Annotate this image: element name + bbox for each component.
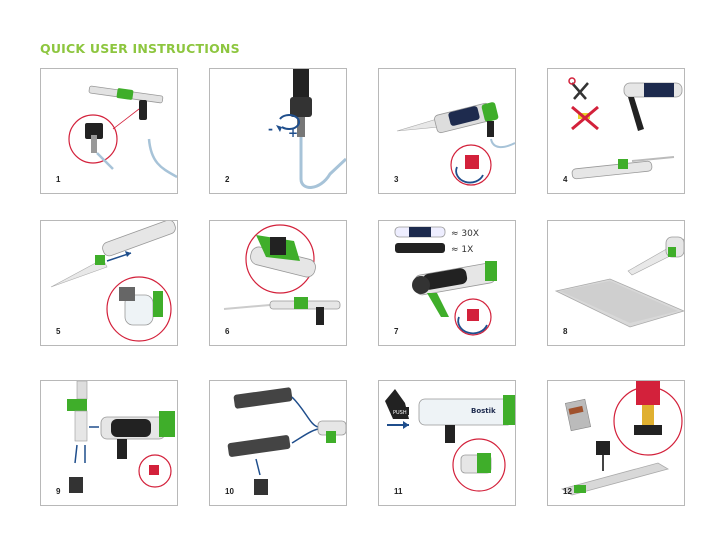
step-number: 4 (563, 175, 568, 184)
page-title: QUICK USER INSTRUCTIONS (40, 41, 240, 56)
step-6-panel: 6 (209, 220, 347, 346)
step-1-illustration (68, 85, 177, 179)
step-8-panel: 8 (547, 220, 685, 346)
step-1-panel: 1 (40, 68, 178, 194)
step-8-illustration (554, 236, 684, 328)
minus-sign: - (268, 122, 273, 136)
step-7-illustration: ≈ 30X ≈ 1X (394, 226, 497, 336)
step-2-panel: - + 2 (209, 68, 347, 194)
step-3-panel: 3 (378, 68, 516, 194)
step-12-panel: 12 (547, 380, 685, 506)
step-number: 10 (225, 487, 234, 496)
step-3-illustration (396, 102, 515, 186)
step-11-illustration: PUSH Bostik (385, 389, 515, 492)
step-number: 8 (563, 327, 568, 336)
step-10-panel: 10 (209, 380, 347, 506)
step-9-panel: 9 (40, 380, 178, 506)
label-1x: ≈ 1X (451, 245, 473, 255)
push-label: PUSH (393, 410, 407, 416)
brand-label: Bostik (471, 407, 496, 415)
step-number: 12 (563, 487, 572, 496)
step-4-illustration (568, 77, 683, 180)
step-12-illustration (560, 381, 683, 496)
step-5-panel: 5 (40, 220, 178, 346)
step-number: 3 (394, 175, 399, 184)
step-2-illustration: - + (268, 69, 346, 189)
step-number: 2 (225, 175, 230, 184)
step-number: 6 (225, 327, 230, 336)
step-number: 7 (394, 327, 399, 336)
step-number: 11 (394, 487, 403, 496)
step-number: 5 (56, 327, 61, 336)
step-11-panel: PUSH Bostik 11 (378, 380, 516, 506)
plus-sign: + (288, 126, 298, 140)
step-5-illustration (50, 221, 176, 342)
step-4-panel: 4 (547, 68, 685, 194)
step-6-illustration (223, 224, 341, 325)
step-number: 9 (56, 487, 61, 496)
step-number: 1 (56, 175, 61, 184)
label-30x: ≈ 30X (451, 229, 479, 239)
step-7-panel: ≈ 30X ≈ 1X 7 (378, 220, 516, 346)
step-9-illustration (67, 381, 175, 493)
step-10-illustration (227, 387, 346, 495)
